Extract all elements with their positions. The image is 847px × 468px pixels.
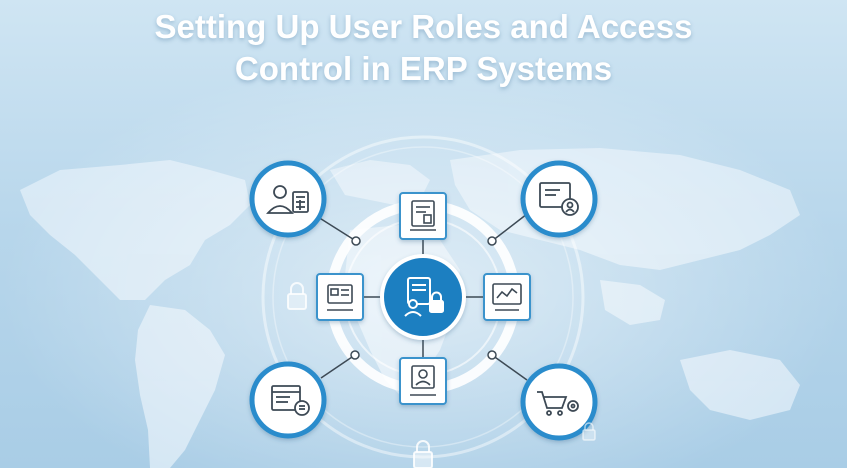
title-line-1: Setting Up User Roles and Access bbox=[154, 8, 693, 45]
title-line-2: Control in ERP Systems bbox=[234, 50, 613, 87]
outer-node-top-left[interactable] bbox=[249, 160, 327, 238]
user-card-icon bbox=[410, 365, 436, 396]
connector-dot bbox=[351, 236, 361, 246]
document-icon bbox=[410, 200, 436, 231]
outer-node-top-right[interactable] bbox=[520, 160, 598, 238]
user-calculator-icon bbox=[266, 185, 309, 214]
chart-window-icon bbox=[492, 283, 522, 311]
padlock-icon bbox=[413, 440, 433, 468]
certificate-user-icon bbox=[539, 182, 579, 216]
cart-gear-icon bbox=[537, 391, 579, 416]
padlock-icon bbox=[582, 422, 596, 441]
inner-node-right[interactable] bbox=[483, 273, 531, 321]
inner-node-top[interactable] bbox=[399, 192, 447, 240]
connector-dot bbox=[350, 350, 360, 360]
page-title: Setting Up User Roles and Access Control… bbox=[0, 6, 847, 90]
connector-dot bbox=[487, 350, 497, 360]
outer-node-bottom-right[interactable] bbox=[520, 363, 598, 441]
calendar-list-icon bbox=[271, 385, 310, 416]
outer-connectors bbox=[317, 213, 528, 381]
connector-dot bbox=[487, 236, 497, 246]
inner-node-left[interactable] bbox=[316, 273, 364, 321]
inner-node-bottom[interactable] bbox=[399, 357, 447, 405]
outer-node-bottom-left[interactable] bbox=[249, 361, 327, 439]
padlock-icon bbox=[287, 282, 307, 310]
form-card-icon bbox=[327, 284, 353, 311]
center-node[interactable] bbox=[380, 254, 466, 340]
document-lock-icon bbox=[404, 277, 444, 317]
